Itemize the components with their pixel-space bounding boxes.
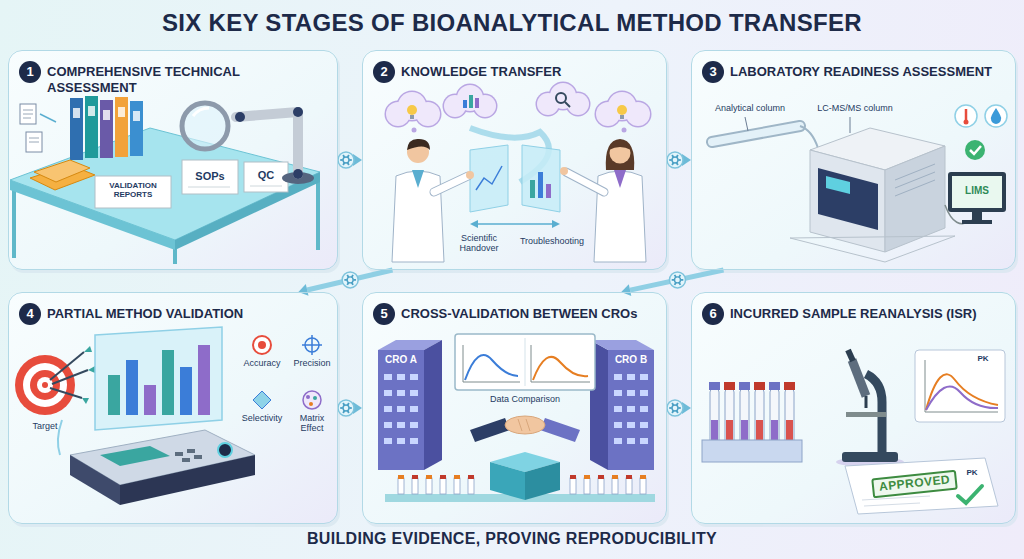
diagram-caption: BUILDING EVIDENCE, PROVING REPRODUCIBILI… xyxy=(0,530,1024,548)
illustration-label: Accuracy xyxy=(236,358,288,368)
stage-heading: CROSS-VALIDATION BETWEEN CROs xyxy=(401,306,660,322)
stage-panel: 5 CROSS-VALIDATION BETWEEN CROs xyxy=(362,292,667,524)
gear-badge xyxy=(342,272,358,288)
step-number: 5 xyxy=(373,303,395,325)
illustration-label: Troubleshooting xyxy=(516,236,588,246)
isr-lab xyxy=(702,350,1005,514)
step-number: 1 xyxy=(19,61,41,83)
step-number: 4 xyxy=(19,303,41,325)
gear-badge xyxy=(667,400,683,416)
knowledge-handover xyxy=(385,82,652,263)
stage-heading: KNOWLEDGE TRANSFER xyxy=(401,64,660,80)
gear-hub xyxy=(343,405,349,411)
flow-arrow xyxy=(667,152,691,168)
stage-panel: 1 COMPREHENSIVE TECHNICAL ASSESSMENT xyxy=(8,50,338,270)
gear-hub xyxy=(672,405,678,411)
stage-heading: INCURRED SAMPLE REANALYSIS (ISR) xyxy=(730,306,1009,322)
gear-badge xyxy=(667,152,683,168)
stage-panel: 2 KNOWLEDGE TRANSFER xyxy=(362,50,667,270)
illustration-label: Matrix Effect xyxy=(288,413,336,434)
arrow-head xyxy=(298,284,308,296)
gear-hub xyxy=(672,157,678,163)
illustration-label: QC xyxy=(244,169,288,182)
arrow-shaft xyxy=(630,270,723,290)
illustration-label: VALIDATION REPORTS xyxy=(97,181,169,199)
illustration-label: Selectivity xyxy=(234,413,290,423)
step-number: 2 xyxy=(373,61,395,83)
illustration-label: Analytical column xyxy=(700,103,800,113)
illustration-label: PK xyxy=(960,468,984,477)
illustration-label: LC-MS/MS column xyxy=(810,103,900,113)
stage-heading: COMPREHENSIVE TECHNICAL ASSESSMENT xyxy=(47,64,331,95)
stage-heading: LABORATORY READINESS ASSESSMENT xyxy=(730,64,1009,80)
arrow-shaft xyxy=(307,270,392,290)
diagram-title: SIX KEY STAGES OF BIOANALYTICAL METHOD T… xyxy=(0,9,1024,37)
arrow-head xyxy=(621,284,631,296)
illustration-label: PK xyxy=(968,354,998,363)
validation-target xyxy=(15,327,322,505)
gear-hub xyxy=(674,277,680,283)
gear-badge xyxy=(669,272,685,288)
assessment-desk xyxy=(10,96,320,264)
gear-badge xyxy=(338,152,354,168)
gear-badge xyxy=(338,400,354,416)
illustration-label: CRO B xyxy=(608,354,654,366)
illustration-label: SOPs xyxy=(184,170,236,183)
flow-arrow xyxy=(338,152,362,168)
cro-exchange xyxy=(378,334,655,502)
gear-hub xyxy=(343,157,349,163)
stage-heading: PARTIAL METHOD VALIDATION xyxy=(47,306,331,322)
lab-instruments xyxy=(712,105,1007,262)
stage-panel: 6 INCURRED SAMPLE REANALYSIS (ISR) xyxy=(691,292,1016,524)
illustration-label: Scientific Handover xyxy=(446,233,512,254)
step-number: 6 xyxy=(702,303,724,325)
stage-panel: 3 LABORATORY READINESS ASSESSMENT xyxy=(691,50,1016,270)
step-number: 3 xyxy=(702,61,724,83)
gear-hub xyxy=(347,277,353,283)
approval-stamp: APPROVED xyxy=(871,470,958,499)
illustration-label: Precision xyxy=(288,358,336,368)
stage-panel: 4 PARTIAL METHOD VALIDATION xyxy=(8,292,338,524)
illustration-label: LIMS xyxy=(952,185,1002,197)
illustration-label: CRO A xyxy=(378,354,424,366)
illustration-label: Data Comparison xyxy=(455,394,595,404)
flow-arrow xyxy=(667,400,691,416)
flow-arrow xyxy=(338,400,362,416)
illustration-label: Target xyxy=(20,421,70,431)
